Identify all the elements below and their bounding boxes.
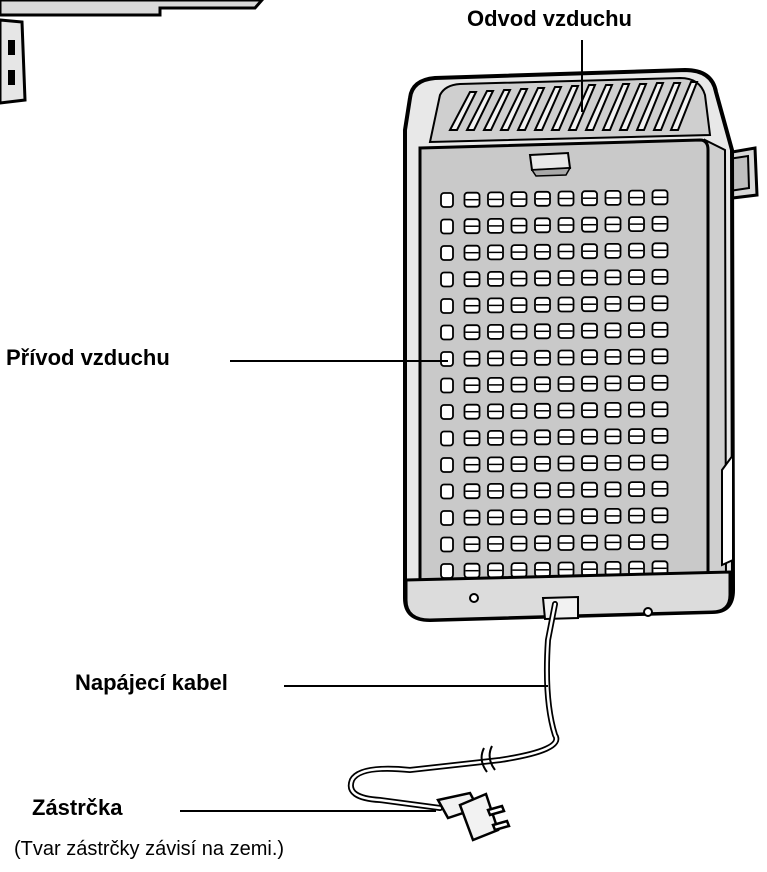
intake-hole — [440, 245, 454, 261]
purifier-body — [403, 67, 759, 623]
intake-hole — [440, 271, 454, 288]
intake-hole — [440, 536, 454, 553]
intake-hole — [440, 324, 454, 341]
intake-hole — [440, 298, 454, 314]
intake-hole — [440, 457, 454, 473]
intake-hole — [440, 192, 454, 208]
intake-hole — [440, 218, 454, 235]
label-air-inlet: Přívod vzduchu — [6, 345, 170, 370]
intake-hole — [440, 510, 454, 526]
intake-hole — [440, 404, 454, 420]
partial-unit-fragment — [0, 0, 264, 105]
intake-hole — [440, 377, 454, 394]
power-cable — [347, 601, 560, 811]
plug-illustration — [436, 791, 511, 842]
intake-hole — [440, 483, 454, 500]
intake-hole — [440, 563, 454, 579]
label-air-outlet: Odvod vzduchu — [467, 6, 632, 31]
intake-hole — [440, 430, 454, 447]
intake-hole-grid — [440, 189, 669, 579]
exhaust-louvers — [448, 81, 699, 131]
intake-hole — [440, 351, 454, 367]
label-power-cable: Napájecí kabel — [75, 670, 228, 695]
plug-shape-note: (Tvar zástrčky závisí na zemi.) — [14, 838, 285, 860]
label-plug: Zástrčka — [32, 795, 123, 820]
leader-lines — [180, 40, 583, 812]
